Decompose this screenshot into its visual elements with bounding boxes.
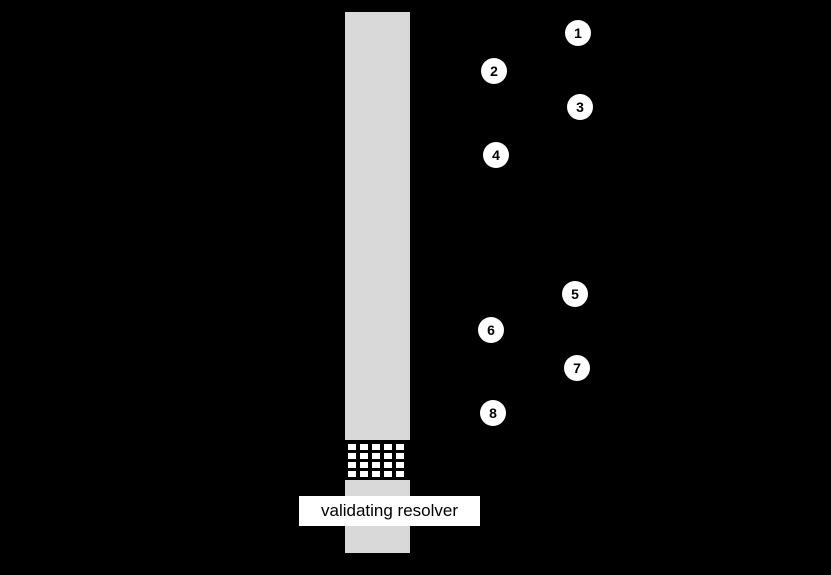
step-marker-3: 3: [567, 94, 593, 120]
step-marker-5: 5: [562, 281, 588, 307]
step-marker-1: 1: [565, 20, 591, 46]
step-marker-7: 7: [564, 355, 590, 381]
step-marker-8: 8: [480, 400, 506, 426]
resolver-label: validating resolver: [299, 496, 480, 526]
step-marker-6: 6: [478, 317, 504, 343]
step-marker-2: 2: [481, 58, 507, 84]
step-marker-4: 4: [483, 142, 509, 168]
hatched-grid-segment: [345, 440, 410, 480]
